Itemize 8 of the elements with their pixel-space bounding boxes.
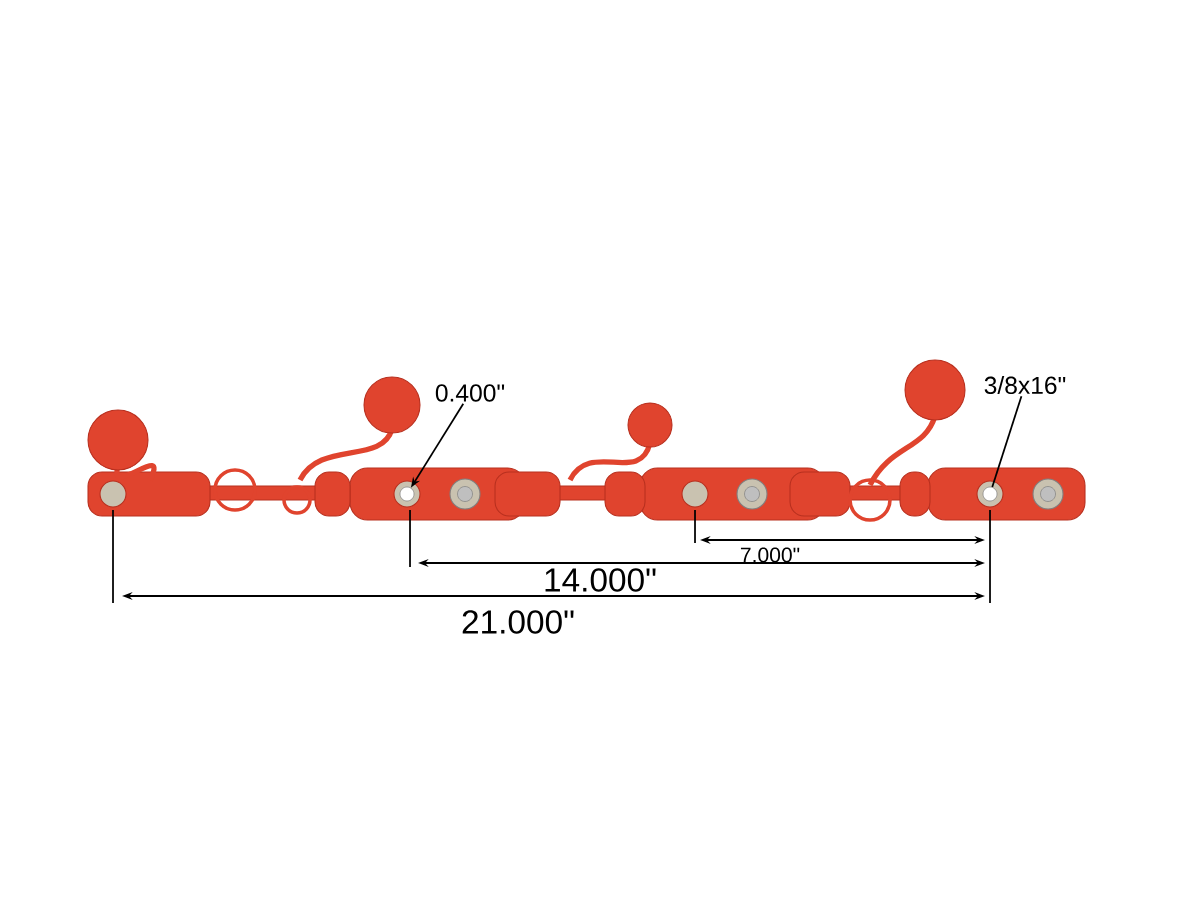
bolt-hole bbox=[982, 486, 998, 502]
dimension-label: 0.400" bbox=[435, 384, 505, 402]
dimension-label: 3/8x16" bbox=[984, 375, 1066, 395]
dimension-label: 14.000" bbox=[545, 568, 656, 592]
leader-line bbox=[991, 395, 1023, 488]
dimension-label: 7.000" bbox=[740, 547, 800, 563]
bolt-hole bbox=[399, 486, 415, 502]
dimension-label: 21.000" bbox=[462, 610, 574, 634]
